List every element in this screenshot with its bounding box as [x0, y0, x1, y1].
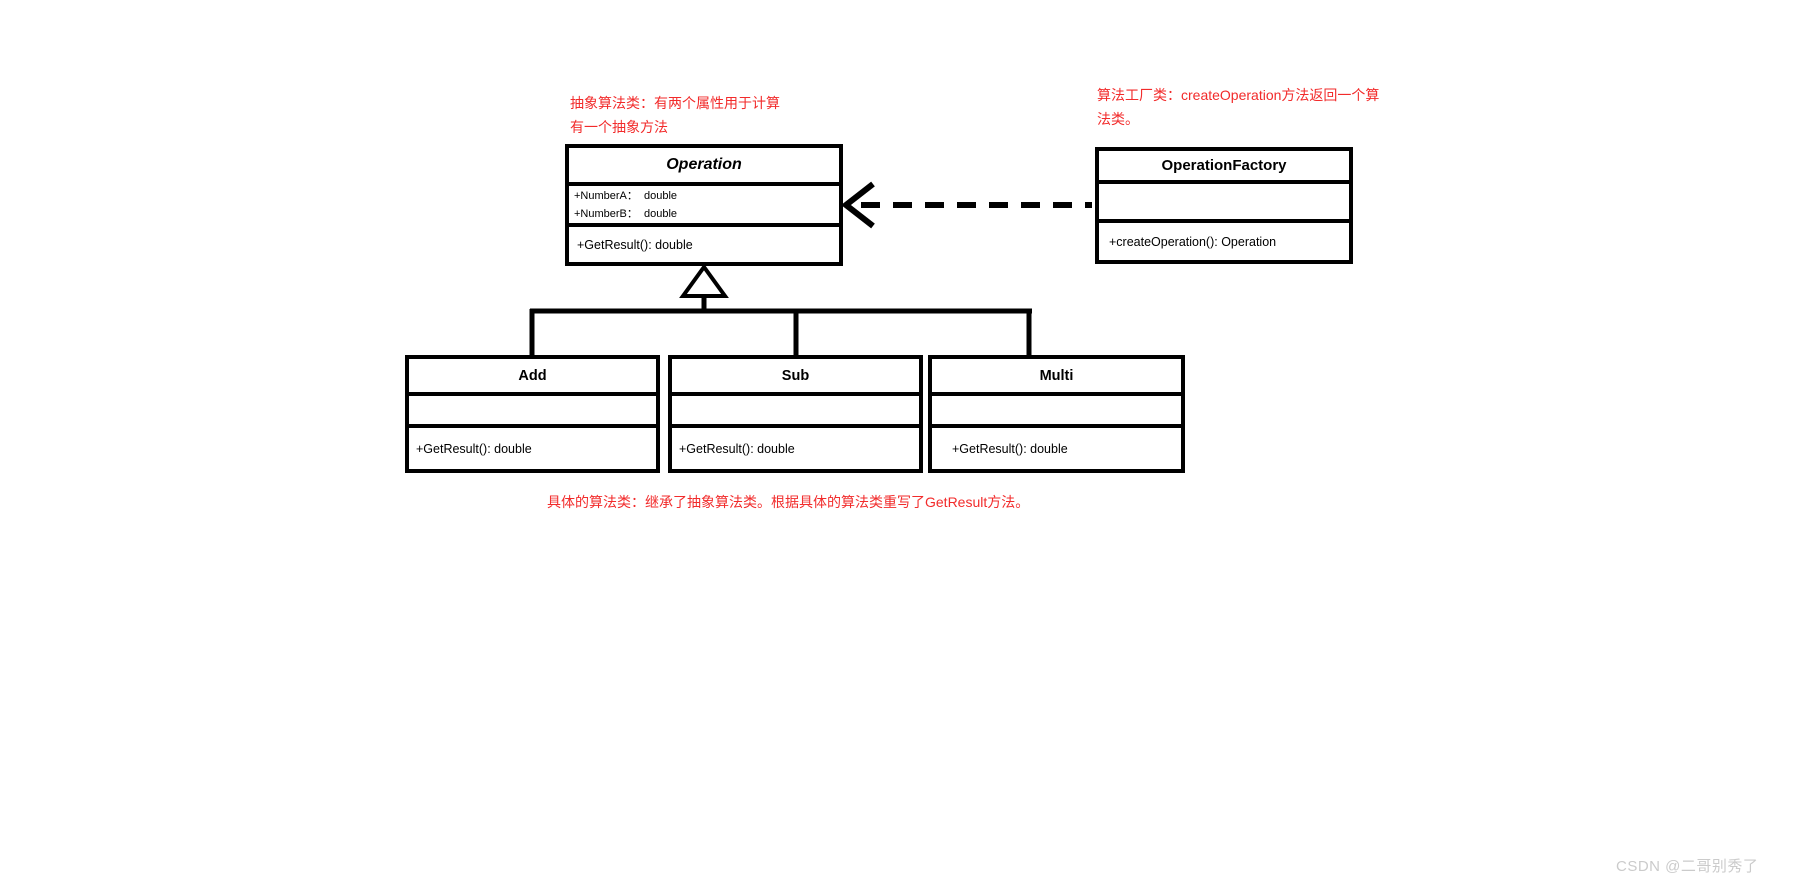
method: +GetResult(): double — [952, 441, 1068, 456]
class-methods: +GetResult(): double — [932, 428, 1181, 469]
class-box-operation-factory: OperationFactory +createOperation(): Ope… — [1095, 147, 1353, 264]
annotation-abstract-class: 抽象算法类：有两个属性用于计算 有一个抽象方法 — [570, 91, 780, 139]
method: +GetResult(): double — [679, 441, 795, 456]
attribute: +NumberA： double — [574, 189, 678, 202]
annotation-line: 抽象算法类：有两个属性用于计算 — [570, 95, 780, 111]
method: +createOperation(): Operation — [1109, 234, 1277, 249]
inheritance-triangle-icon — [679, 263, 729, 298]
method: +GetResult(): double — [416, 441, 532, 456]
class-attributes: +NumberA： double +NumberB： double — [569, 186, 839, 227]
csdn-watermark: CSDN @二哥别秀了 — [1616, 858, 1759, 875]
class-methods: +GetResult(): double — [569, 227, 839, 262]
class-title: Operation — [569, 148, 839, 186]
annotation-factory-class: 算法工厂类：createOperation方法返回一个算 法类。 — [1097, 83, 1379, 131]
class-title: Add — [409, 359, 656, 396]
annotation-line: 法类。 — [1097, 111, 1139, 127]
class-methods: +createOperation(): Operation — [1099, 223, 1349, 260]
annotation-concrete-classes: 具体的算法类：继承了抽象算法类。根据具体的算法类重写了GetResult方法。 — [547, 490, 1029, 514]
dependency-arrowhead-icon — [841, 181, 875, 229]
class-title: Sub — [672, 359, 919, 396]
attribute: +NumberB： double — [574, 207, 678, 220]
class-box-multi: Multi +GetResult(): double — [928, 355, 1185, 473]
class-title: Multi — [932, 359, 1181, 396]
class-box-sub: Sub +GetResult(): double — [668, 355, 923, 473]
class-attributes — [409, 396, 656, 428]
class-attributes — [932, 396, 1181, 428]
class-methods: +GetResult(): double — [409, 428, 656, 469]
class-methods: +GetResult(): double — [672, 428, 919, 469]
class-attributes — [1099, 184, 1349, 223]
class-attributes — [672, 396, 919, 428]
annotation-line: 有一个抽象方法 — [570, 119, 668, 135]
annotation-line: 算法工厂类：createOperation方法返回一个算 — [1097, 87, 1380, 103]
annotation-line: 具体的算法类：继承了抽象算法类。根据具体的算法类重写了GetResult方法。 — [547, 494, 1030, 510]
class-box-operation: Operation +NumberA： double +NumberB： dou… — [565, 144, 843, 266]
method: +GetResult(): double — [577, 237, 693, 252]
class-title: OperationFactory — [1099, 151, 1349, 184]
class-box-add: Add +GetResult(): double — [405, 355, 660, 473]
